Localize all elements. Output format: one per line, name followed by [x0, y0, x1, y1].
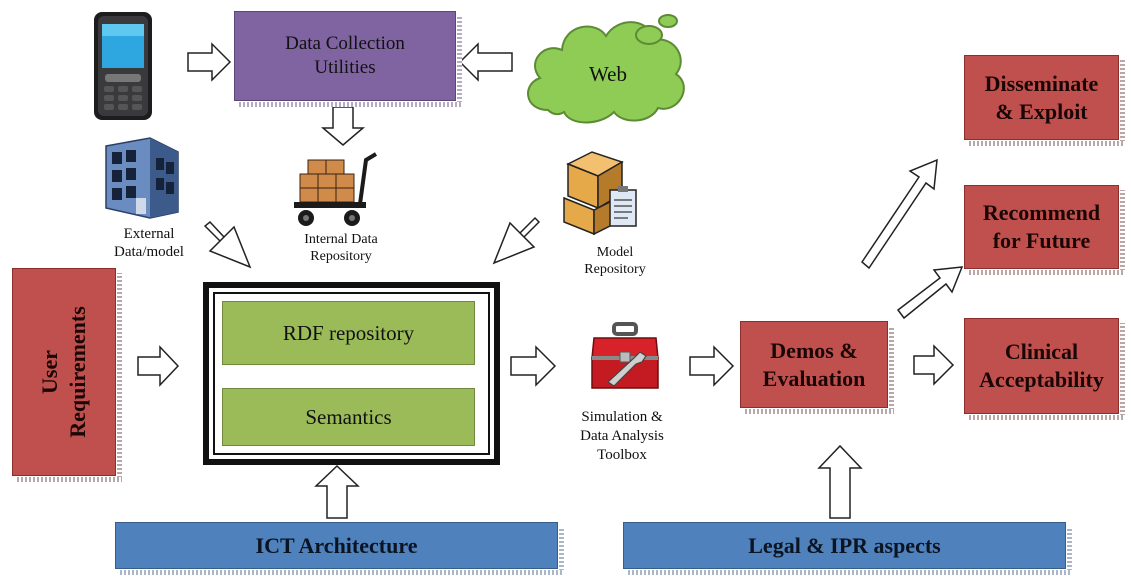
building-icon — [105, 137, 179, 219]
clinical-acceptability-box: Clinical Acceptability — [964, 318, 1125, 420]
toolbox-line1: Simulation & — [581, 409, 663, 425]
hand-truck-boxes-icon — [294, 152, 378, 226]
toolbox-line3: Toolbox — [597, 447, 647, 463]
arrow-demos-to-clinical — [913, 344, 955, 386]
clinical-line1: Clinical — [1004, 339, 1079, 364]
data-collection-line2: Utilities — [314, 57, 376, 78]
toolbox-line2: Data Analysis — [580, 428, 664, 444]
data-collection-line1: Data Collection — [285, 33, 405, 54]
disseminate-line2: & Exploit — [995, 98, 1088, 124]
arrow-toolbox-to-demos — [689, 345, 735, 387]
recommend-future-box: Recommend for Future — [964, 185, 1125, 275]
external-data-label: External Data/model — [96, 225, 202, 261]
arrow-demos-to-recommend — [896, 266, 964, 320]
model-line2: Repository — [584, 262, 646, 277]
data-collection-utilities-box: Data Collection Utilities — [234, 11, 462, 107]
demos-line2: Evaluation — [762, 365, 866, 391]
mobile-phone-icon — [94, 12, 152, 120]
ict-architecture-bar: ICT Architecture — [115, 522, 564, 575]
demos-line1: Demos & — [770, 337, 858, 363]
recommend-line2: for Future — [992, 228, 1091, 253]
rdf-repository-box: RDF repository — [222, 301, 475, 365]
internal-repo-label: Internal Data Repository — [286, 231, 396, 265]
arrow-collection-to-repo — [320, 106, 366, 146]
user-req-line1: User — [37, 350, 62, 394]
toolbox-label: Simulation & Data Analysis Toolbox — [552, 408, 692, 465]
user-req-line2: Requirements — [65, 306, 90, 438]
demos-evaluation-box: Demos & Evaluation — [740, 321, 894, 414]
model-line1: Model — [596, 245, 634, 260]
user-requirements-box — [12, 268, 122, 482]
arrow-demos-to-disseminate — [861, 158, 938, 270]
red-toolbox-icon — [591, 322, 659, 389]
user-requirements-text: User Requirements — [12, 268, 116, 476]
arrow-ict-to-core — [314, 464, 360, 519]
arrow-legal-to-demos — [817, 444, 863, 519]
external-line1: External — [123, 226, 175, 242]
internal-line1: Internal Data — [304, 232, 378, 247]
clinical-line2: Acceptability — [979, 367, 1104, 392]
disseminate-line1: Disseminate — [984, 70, 1099, 96]
semantics-box: Semantics — [222, 388, 475, 446]
arrow-web-to-collection — [458, 42, 513, 82]
external-line2: Data/model — [114, 244, 184, 260]
web-label: Web — [589, 62, 627, 86]
arrow-user-to-core — [137, 345, 180, 387]
arrow-phone-to-collection — [187, 42, 232, 82]
arrow-core-to-toolbox — [510, 345, 557, 387]
box-clipboard-icon — [563, 151, 637, 236]
disseminate-exploit-box: Disseminate & Exploit — [964, 55, 1125, 146]
model-repo-label: Model Repository — [560, 244, 670, 278]
recommend-line1: Recommend — [982, 200, 1101, 225]
internal-line2: Repository — [310, 249, 372, 264]
legal-ipr-bar: Legal & IPR aspects — [623, 522, 1072, 575]
arrow-external-to-core — [203, 220, 252, 269]
cloud-icon — [527, 14, 685, 124]
arrow-model-to-core — [492, 216, 541, 265]
